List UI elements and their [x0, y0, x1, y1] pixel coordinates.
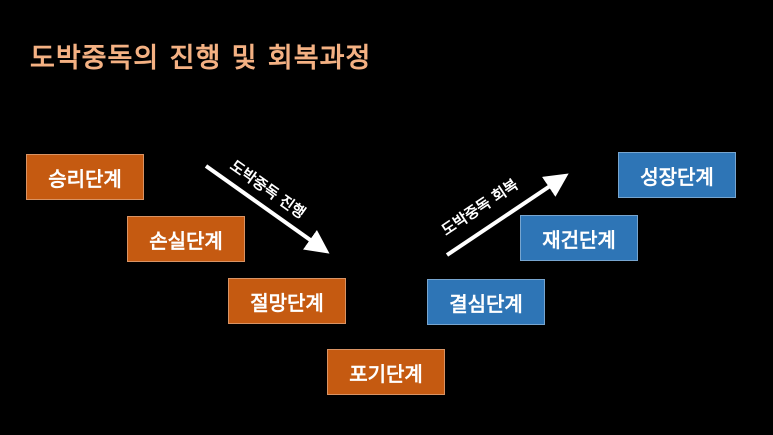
- stage-decision: 결심단계: [427, 279, 545, 325]
- recovery-arrow-label: 도박중독 회복: [438, 175, 521, 239]
- slide-title: 도박중독의 진행 및 회복과정: [30, 43, 372, 74]
- stage-despair: 절망단계: [228, 278, 346, 324]
- progression-arrow: [204, 164, 330, 254]
- stage-rebuild: 재건단계: [520, 215, 638, 261]
- stage-win: 승리단계: [26, 154, 144, 200]
- recovery-arrow: [445, 173, 569, 257]
- stage-give-up: 포기단계: [327, 349, 445, 395]
- stage-loss: 손실단계: [127, 216, 245, 262]
- stage-growth: 성장단계: [618, 152, 736, 198]
